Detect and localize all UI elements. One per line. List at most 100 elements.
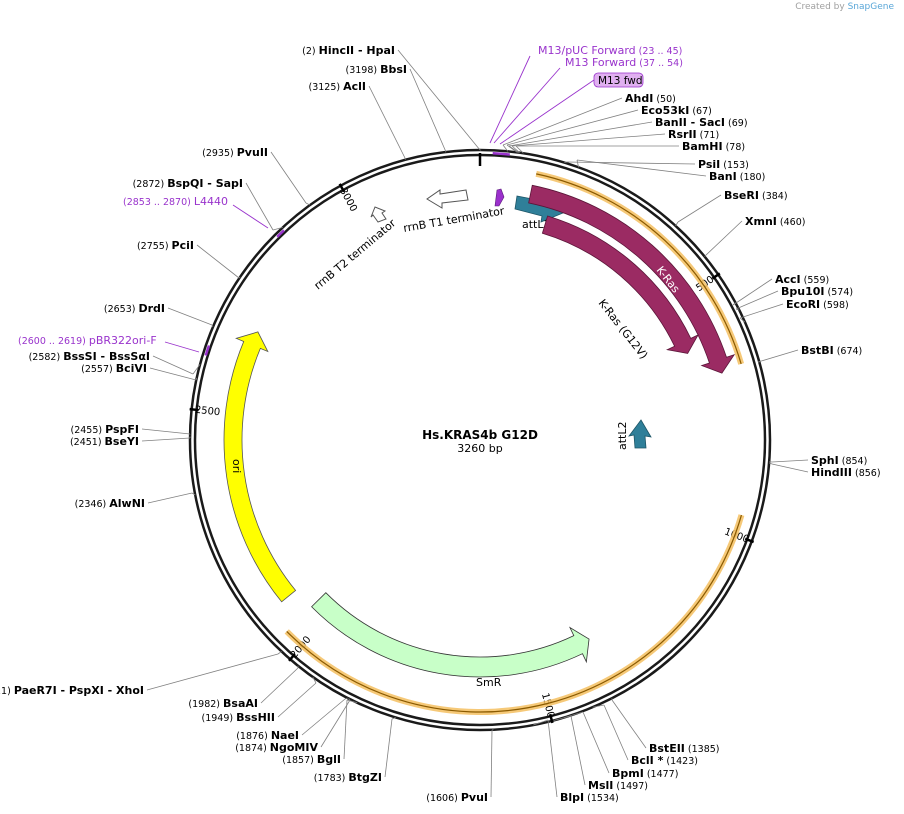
site-leader-naei xyxy=(301,698,346,736)
site-name: BseYI xyxy=(105,435,139,448)
attL1-label: attL1 xyxy=(522,218,551,231)
site-label-bseri: BseRI (384) xyxy=(724,189,788,202)
primer-leader-4 xyxy=(164,341,200,353)
site-position: (2935) xyxy=(202,148,237,159)
primer-label-m13-puc-forward: M13/pUC Forward (23 .. 45) xyxy=(538,44,682,57)
snapgene-credit: Created by SnapGene xyxy=(795,2,894,12)
primer-leader-5 xyxy=(499,79,595,145)
highlight-line-2 xyxy=(286,514,743,713)
site-leader-sphi xyxy=(771,459,809,463)
site-label-bbsi: (3198) BbsI xyxy=(345,63,407,76)
tick-2000 xyxy=(288,653,296,662)
site-position: (1385) xyxy=(685,744,720,755)
snapgene-logo: SnapGene xyxy=(847,2,894,12)
primer-label-m13-forward: M13 Forward (37 .. 54) xyxy=(565,56,683,69)
site-position: (1477) xyxy=(644,769,679,780)
site-name: HincII xyxy=(319,44,355,57)
site-line-ngomiv xyxy=(348,698,351,701)
site-position: (2346) xyxy=(75,499,110,510)
site-leader-bpu10i xyxy=(735,290,779,310)
site-label-banii: BanII - SacI (69) xyxy=(655,116,748,129)
primer-marks xyxy=(164,55,595,356)
site-label-rsrii: RsrII (71) xyxy=(668,128,719,141)
site-label-sphi: SphI (854) xyxy=(811,454,867,467)
site-sep: - xyxy=(354,44,366,57)
site-name-2: HpaI xyxy=(366,44,395,57)
site-name: BstBI xyxy=(801,344,834,357)
site-label-pvui: (1606) PvuI xyxy=(426,791,488,804)
credit-prefix: Created by xyxy=(795,2,845,12)
site-leader-pcii xyxy=(196,244,240,279)
site-line-bcli xyxy=(592,704,605,708)
site-name: BpmI xyxy=(612,767,644,780)
site-line-bcivi xyxy=(195,377,198,381)
tick-1500 xyxy=(548,713,554,724)
site-position: (1606) xyxy=(426,793,461,804)
primer-mark-1 xyxy=(276,229,285,238)
site-position: (1876) xyxy=(236,731,271,742)
m13-fwd-box xyxy=(593,72,644,88)
site-name: BamHI xyxy=(682,140,723,153)
site-name: HindIII xyxy=(811,466,852,479)
tick-2500 xyxy=(189,407,199,412)
site-position: (71) xyxy=(697,130,720,141)
site-position: (854) xyxy=(839,456,868,467)
site-line-ecori xyxy=(739,317,746,323)
site-leader-hincii xyxy=(397,49,481,151)
m13-small-feature xyxy=(494,188,505,207)
site-label-acci: AccI (559) xyxy=(775,273,829,286)
site-name: BanI xyxy=(709,170,737,183)
site-position: (1423) xyxy=(663,756,698,767)
site-line-naei xyxy=(344,697,348,700)
site-label-bcli: BclI * (1423) xyxy=(631,754,698,767)
smr-feature xyxy=(311,592,590,678)
site-line-ahdi xyxy=(502,144,509,152)
primer-name: M13/pUC Forward xyxy=(538,44,636,57)
site-sep: - xyxy=(203,177,215,190)
highlight-arc-2 xyxy=(284,514,745,715)
site-name-2: SapI xyxy=(216,177,243,190)
site-label-psii: PsiI (153) xyxy=(698,158,749,171)
primer-label-l4440: (2853 .. 2870) L4440 xyxy=(123,195,228,208)
site-labels: (2) HincII - HpaI(3198) BbsI(3125) AclIA… xyxy=(0,44,881,804)
site-name: BclI * xyxy=(631,754,664,767)
site-sep: - xyxy=(57,684,69,697)
tick-3000 xyxy=(338,183,346,193)
site-position: (2021) xyxy=(0,686,14,697)
site-leader-alwni xyxy=(147,492,193,504)
site-leader-bseri xyxy=(677,194,722,223)
site-line-rsrii xyxy=(511,145,520,154)
tick-500 xyxy=(711,272,721,280)
highlight-line-1 xyxy=(536,173,742,365)
primer-name: M13 Forward xyxy=(565,56,636,69)
site-name: PspFI xyxy=(105,423,139,436)
site-name: NgoMIV xyxy=(270,741,319,754)
site-name: BseRI xyxy=(724,189,759,202)
site-sep: - xyxy=(97,350,109,363)
site-name: BspQI xyxy=(167,177,203,190)
site-leader-bstbi xyxy=(757,349,799,363)
site-position: (153) xyxy=(720,160,749,171)
primer-name: pBR322ori-F xyxy=(89,334,157,347)
site-leader-pspfi xyxy=(141,428,191,435)
site-line-banii xyxy=(508,145,519,153)
site-label-acli: (3125) AclI xyxy=(308,80,366,93)
site-position: (2755) xyxy=(137,241,172,252)
rrnB-T1-label: rrnB T1 terminator xyxy=(402,204,506,235)
site-sep: - xyxy=(687,116,699,129)
site-name: BtgZI xyxy=(348,771,382,784)
site-leader-bsshii xyxy=(277,682,317,718)
site-name: PaeR7I xyxy=(14,684,57,697)
site-leader-psii xyxy=(566,161,696,165)
site-position: (69) xyxy=(725,118,748,129)
site-label-bamhi: BamHI (78) xyxy=(682,140,745,153)
site-label-bsteii: BstEII (1385) xyxy=(649,742,720,755)
site-position: (1874) xyxy=(235,743,270,754)
site-line-blpi xyxy=(533,719,549,726)
site-sep: - xyxy=(104,684,116,697)
site-position: (2653) xyxy=(104,304,139,315)
site-name: BbsI xyxy=(380,63,407,76)
site-name: BstEII xyxy=(649,742,685,755)
site-name: BssHII xyxy=(236,711,275,724)
site-name: Bpu10I xyxy=(781,285,825,298)
